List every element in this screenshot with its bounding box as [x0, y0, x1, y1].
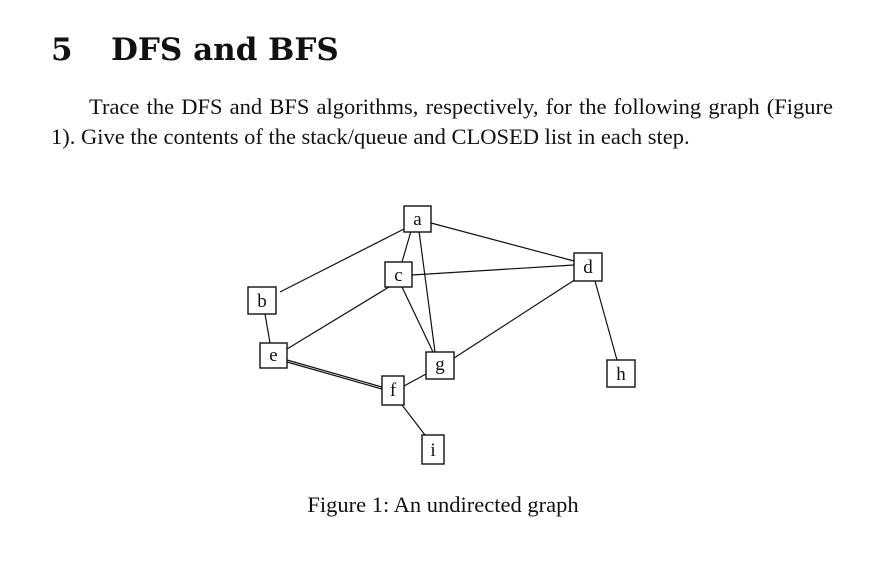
edge-a-g [418, 230, 436, 353]
section-heading: 5 DFS and BFS [51, 30, 339, 70]
node-d: d [573, 252, 603, 282]
node-label: i [430, 440, 435, 461]
node-label: c [394, 265, 402, 286]
node-g: g [425, 351, 455, 380]
edge-e-f [286, 359, 383, 388]
edge-c-e [286, 286, 390, 350]
edge-a-c [401, 230, 412, 263]
edge-f-g [403, 373, 427, 387]
node-box [259, 342, 288, 369]
edge-b-e [264, 313, 271, 344]
edge-d-h [594, 280, 618, 361]
edge-a-b [279, 228, 405, 293]
node-e: e [259, 342, 288, 369]
figure-caption: Figure 1: An undirected graph [307, 492, 579, 517]
node-box [403, 205, 432, 233]
node-label: e [269, 345, 277, 366]
section-title: DFS and BFS [111, 32, 339, 68]
node-box [606, 359, 636, 388]
node-box [425, 351, 455, 380]
edge-f-i [401, 404, 426, 436]
node-box [573, 252, 603, 282]
node-c: c [384, 261, 413, 288]
node-b: b [247, 286, 277, 315]
node-f: f [381, 375, 405, 406]
edge-d-g [450, 278, 577, 361]
edge-layer [264, 222, 618, 436]
node-box [421, 434, 445, 465]
node-box [384, 261, 413, 288]
edge-e-f-inner [286, 361, 383, 390]
node-label: h [616, 364, 626, 385]
node-label: a [413, 209, 422, 230]
node-box [247, 286, 277, 315]
node-label: d [583, 257, 593, 278]
node-a: a [403, 205, 432, 233]
node-i: i [421, 434, 445, 465]
node-label: b [257, 291, 267, 312]
node-label: f [390, 380, 397, 401]
node-label: g [435, 354, 445, 375]
section-number: 5 [51, 32, 73, 68]
node-box [381, 375, 405, 406]
edge-a-d [430, 222, 575, 262]
body-paragraph: Trace the DFS and BFS algorithms, respec… [51, 94, 833, 149]
edge-c-g [401, 286, 434, 353]
edge-c-d [411, 264, 575, 276]
node-h: h [606, 359, 636, 388]
